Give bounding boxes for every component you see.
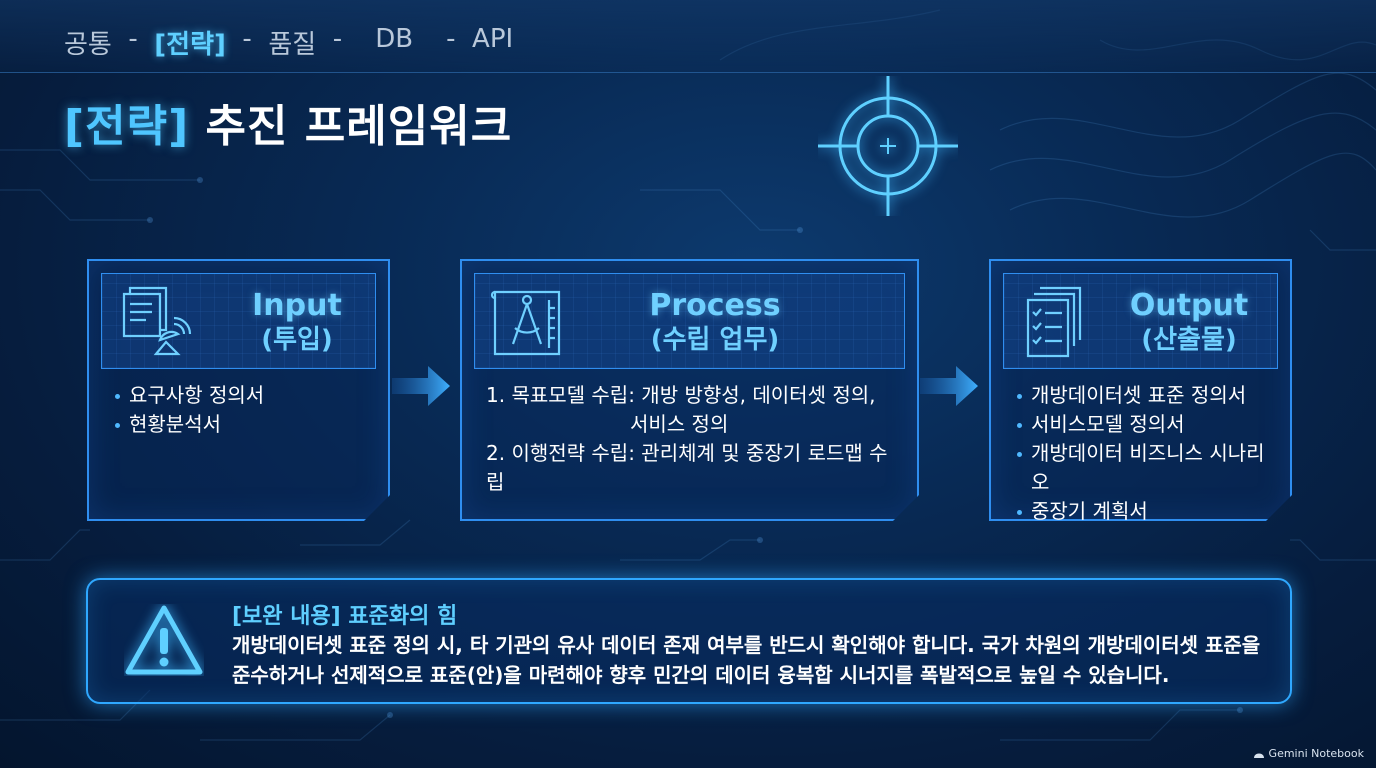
alert-text-line: 준수하거나 선제적으로 표준(안)을 마련해야 향후 민간의 데이터 융복합 시… (232, 663, 1170, 687)
alert-text-line: 개방데이터셋 표준 정의 시, 타 기관의 유사 데이터 존재 여부를 반드시 … (232, 633, 1261, 657)
list-item: 1. 목표모델 수립: 개방 방향성, 데이터셋 정의, (486, 383, 876, 407)
process-card-title: Process (수립 업무) (585, 288, 845, 356)
crosshair-target-icon (818, 76, 958, 216)
page-title-highlight: [전략] (64, 101, 190, 152)
list-item: 서비스모델 정의서 (1017, 410, 1274, 439)
process-card-header: Process (수립 업무) (474, 273, 905, 369)
input-card-title: Input (투입) (212, 288, 382, 356)
blueprint-compass-icon (489, 284, 565, 360)
output-card-header: Output (산출물) (1003, 273, 1278, 369)
alert-title: [보완 내용] 표준화의 힘 (232, 604, 458, 629)
warning-triangle-icon (125, 605, 203, 675)
breadcrumb-nav: 공통 - [전략] - 품질 - DB - API (64, 24, 513, 61)
nav-separator: - (111, 24, 155, 54)
watermark: Gemini Notebook (1253, 747, 1364, 760)
output-card-title: Output (산출물) (1104, 288, 1274, 356)
top-navigation-bar: 공통 - [전략] - 품질 - DB - API (0, 0, 1376, 73)
nav-separator: - (413, 24, 473, 54)
notebook-logo-icon (1253, 753, 1264, 758)
process-card: Process (수립 업무) 1. 목표모델 수립: 개방 방향성, 데이터셋… (460, 259, 919, 521)
output-title-ko: (산출물) (1141, 325, 1237, 355)
input-card-body: 요구사항 정의서 현황분석서 (115, 381, 372, 439)
watermark-text: Gemini Notebook (1268, 747, 1364, 760)
arrow-right-icon (920, 366, 978, 406)
list-item: 2. 이행전략 수립: 관리체계 및 중장기 로드맵 수립 (486, 441, 888, 494)
list-item: 요구사항 정의서 (115, 381, 372, 410)
list-item: 서비스 정의 (630, 412, 729, 436)
output-title-en: Output (1129, 288, 1249, 323)
process-title-en: Process (649, 288, 781, 323)
output-card: Output (산출물) 개방데이터셋 표준 정의서 서비스모델 정의서 개방데… (989, 259, 1292, 521)
process-card-body: 1. 목표모델 수립: 개방 방향성, 데이터셋 정의, 서비스 정의 2. 이… (486, 381, 901, 497)
input-title-ko: (투입) (261, 325, 333, 355)
supplement-alert-box: [보완 내용] 표준화의 힘 개방데이터셋 표준 정의 시, 타 기관의 유사 … (86, 578, 1292, 704)
process-title-ko: (수립 업무) (650, 325, 780, 355)
input-title-en: Input (252, 288, 342, 323)
list-item: 중장기 계획서 (1017, 497, 1274, 526)
list-item: 현황분석서 (115, 410, 372, 439)
list-item: 개방데이터셋 표준 정의서 (1017, 381, 1274, 410)
nav-separator: - (316, 24, 376, 54)
page-title: [전략] 추진 프레임워크 (64, 90, 512, 154)
arrow-right-icon (392, 366, 450, 406)
nav-separator: - (225, 24, 269, 54)
input-card: Input (투입) 요구사항 정의서 현황분석서 (87, 259, 390, 521)
nav-item-strategy[interactable]: [전략] (154, 30, 226, 60)
list-item: 개방데이터 비즈니스 시나리오 (1017, 439, 1274, 497)
input-card-header: Input (투입) (101, 273, 376, 369)
alert-text: 개방데이터셋 표준 정의 시, 타 기관의 유사 데이터 존재 여부를 반드시 … (232, 630, 1272, 690)
page-title-rest: 추진 프레임워크 (189, 101, 513, 152)
document-stack-checklist-icon (1018, 284, 1094, 360)
nav-item-quality[interactable]: 품질 (268, 30, 317, 60)
nav-item-db[interactable]: DB (375, 24, 414, 54)
nav-item-api[interactable]: API (472, 24, 514, 54)
document-satellite-icon (116, 284, 192, 360)
output-card-body: 개방데이터셋 표준 정의서 서비스모델 정의서 개방데이터 비즈니스 시나리오 … (1017, 381, 1274, 526)
nav-item-common[interactable]: 공통 (64, 30, 112, 60)
